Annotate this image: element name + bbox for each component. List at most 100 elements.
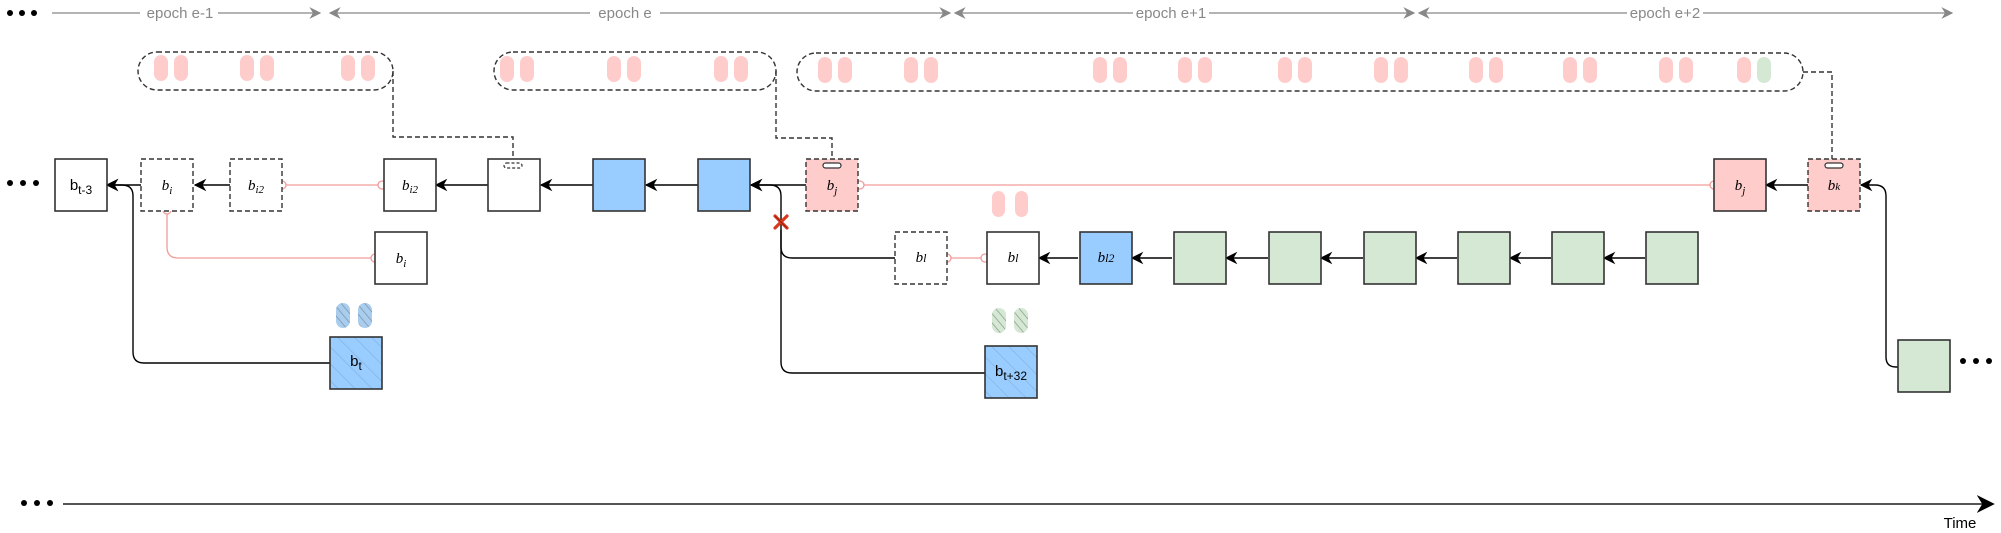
vote-pill: [1394, 57, 1408, 83]
vote-pill: [1015, 191, 1028, 217]
epoch-span-e-minus-1: epoch e-1: [52, 3, 322, 23]
attestation-groups: [137, 51, 1804, 92]
block-bt[interactable]: bt: [329, 336, 383, 390]
block-label-main: b: [396, 251, 404, 267]
vote-pills-bt: [336, 303, 372, 328]
block-label-sub: l: [923, 251, 927, 265]
block-bt32[interactable]: bt+32: [984, 345, 1038, 399]
vote-pill: [992, 308, 1006, 333]
block-label-sub: t-3: [78, 183, 92, 197]
epoch-label: epoch e+2: [1630, 5, 1700, 22]
vote-pills-bl: [992, 191, 1028, 217]
vote-pill: [1178, 57, 1192, 83]
block-label-main: b: [402, 178, 410, 194]
block-checkpoint-epoch-e[interactable]: [487, 158, 541, 212]
attestation-anchor-icon: [1824, 162, 1844, 169]
block-green[interactable]: [1268, 231, 1322, 285]
vote-pill: [1374, 57, 1388, 83]
vote-pill: [1113, 57, 1127, 83]
block-green-future[interactable]: [1897, 339, 1951, 393]
block-label-sub: l2: [1105, 251, 1114, 265]
vote-pill: [1563, 57, 1577, 83]
vote-pill: [154, 55, 168, 81]
block-bj-orphaned[interactable]: bj: [805, 158, 859, 212]
block-green[interactable]: [1457, 231, 1511, 285]
block-bi2[interactable]: bi2: [383, 158, 437, 212]
connector-group-1-to-checkpoint: [392, 71, 514, 165]
block-bj[interactable]: bj: [1713, 158, 1767, 212]
time-axis: Time: [21, 495, 1995, 532]
vote-pill: [838, 57, 852, 83]
epoch-label: epoch e+1: [1136, 5, 1206, 22]
block-label-main: b: [1008, 250, 1016, 266]
block-label-main: b: [827, 178, 835, 194]
vote-pill: [1298, 57, 1312, 83]
epoch-bar: epoch e-1 epoch e epoch e+1 epoch e+2: [7, 3, 1954, 23]
vote-pill: [992, 191, 1005, 217]
block-bi[interactable]: bi: [374, 231, 428, 285]
block-blue-2[interactable]: [697, 158, 751, 212]
attestation-group-3[interactable]: [796, 52, 1804, 92]
time-axis-label: Time: [1944, 515, 1977, 532]
vote-pill: [1659, 57, 1673, 83]
svg-text:bi: bi: [162, 178, 173, 197]
block-bi2-orphaned[interactable]: bi2: [229, 158, 283, 212]
vote-pill: [336, 303, 350, 328]
vote-pill: [734, 56, 748, 82]
block-bl2[interactable]: bl2: [1079, 231, 1133, 285]
connector-group-3-to-bk: [1803, 71, 1833, 165]
block-label-sub: l: [1015, 251, 1019, 265]
ellipsis-left: [7, 180, 39, 186]
block-label-sub: t+32: [1003, 369, 1027, 383]
block-bl-orphaned[interactable]: bl: [894, 231, 948, 285]
svg-text:bk: bk: [1828, 178, 1842, 194]
fork-rejected-cross-icon: [773, 214, 789, 230]
block-green[interactable]: [1173, 231, 1227, 285]
vote-pill: [500, 56, 514, 82]
block-label-main: b: [916, 250, 924, 266]
block-bi-orphaned[interactable]: bi: [140, 158, 194, 212]
vote-pill: [240, 55, 254, 81]
block-blue-1[interactable]: [592, 158, 646, 212]
vote-pill: [361, 55, 375, 81]
svg-text:bl: bl: [1008, 250, 1020, 266]
vote-pill: [1489, 57, 1503, 83]
block-label-sub: i2: [409, 184, 418, 196]
block-label-sub: i2: [255, 184, 264, 196]
block-label-sub: j: [1740, 185, 1745, 197]
vote-pill: [818, 57, 832, 83]
svg-text:bl: bl: [916, 250, 928, 266]
vote-pill: [607, 56, 621, 82]
block-label-sub: i: [169, 185, 172, 197]
block-bk[interactable]: bk: [1807, 158, 1861, 212]
vote-pills-bt32: [992, 308, 1028, 333]
parent-arrow-bt-to-bt-3: [105, 178, 330, 364]
attestation-group-1[interactable]: [137, 51, 394, 91]
svg-text:bt+32: bt+32: [995, 363, 1027, 383]
vote-pill: [1198, 57, 1212, 83]
vote-pill: [714, 56, 728, 82]
block-bl[interactable]: bl: [986, 231, 1040, 285]
connector-group-2-to-bj: [775, 71, 833, 165]
vote-pill: [1737, 57, 1751, 83]
block-green[interactable]: [1645, 231, 1699, 285]
epoch-label: epoch e-1: [147, 5, 214, 22]
vote-pill: [924, 57, 938, 83]
block-bt-3[interactable]: bt-3: [54, 158, 108, 212]
svg-text:bt-3: bt-3: [70, 177, 93, 197]
block-label-main: b: [350, 353, 358, 370]
group-connectors: [392, 71, 1833, 165]
block-label-sub: j: [832, 185, 837, 197]
block-label-sub: i: [403, 258, 406, 270]
block-label-sub: t: [359, 359, 363, 373]
vote-pill: [260, 55, 274, 81]
block-green[interactable]: [1551, 231, 1605, 285]
svg-text:bl2: bl2: [1098, 250, 1115, 266]
blocks: bt-3 bi bi2 bi2 bi: [54, 158, 1951, 399]
svg-text:bi: bi: [396, 251, 407, 270]
block-label-main: b: [70, 177, 78, 194]
block-green[interactable]: [1363, 231, 1417, 285]
ellipsis-right: [1960, 358, 1992, 364]
vote-pill: [627, 56, 641, 82]
